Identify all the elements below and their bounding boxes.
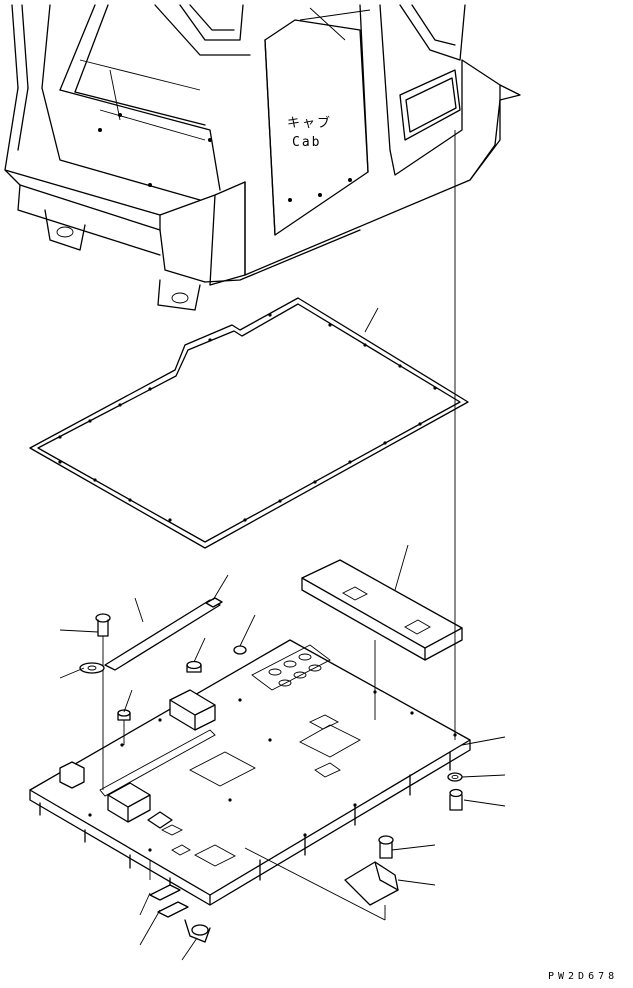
leader-lines [59,307,506,961]
plug-icon [117,645,247,745]
gasket-seal-icon [29,297,469,549]
clip-icon [79,662,105,674]
cover-plate-icon [104,597,223,671]
bottom-bolt-icon [149,860,211,943]
cab-label-japanese: キャブ [287,116,333,131]
cab-label-english: Cab [292,135,322,150]
alignment-lines [374,130,456,740]
bolt-icon [95,613,111,790]
drawing-code: PW2D678 [548,971,619,982]
floor-plate-icon [29,639,471,906]
right-bolt-icon [447,772,463,811]
mat-pad-icon [301,559,463,661]
cab-frame-icon [4,4,521,311]
bracket-icon [244,835,399,921]
box-icon [107,782,173,829]
